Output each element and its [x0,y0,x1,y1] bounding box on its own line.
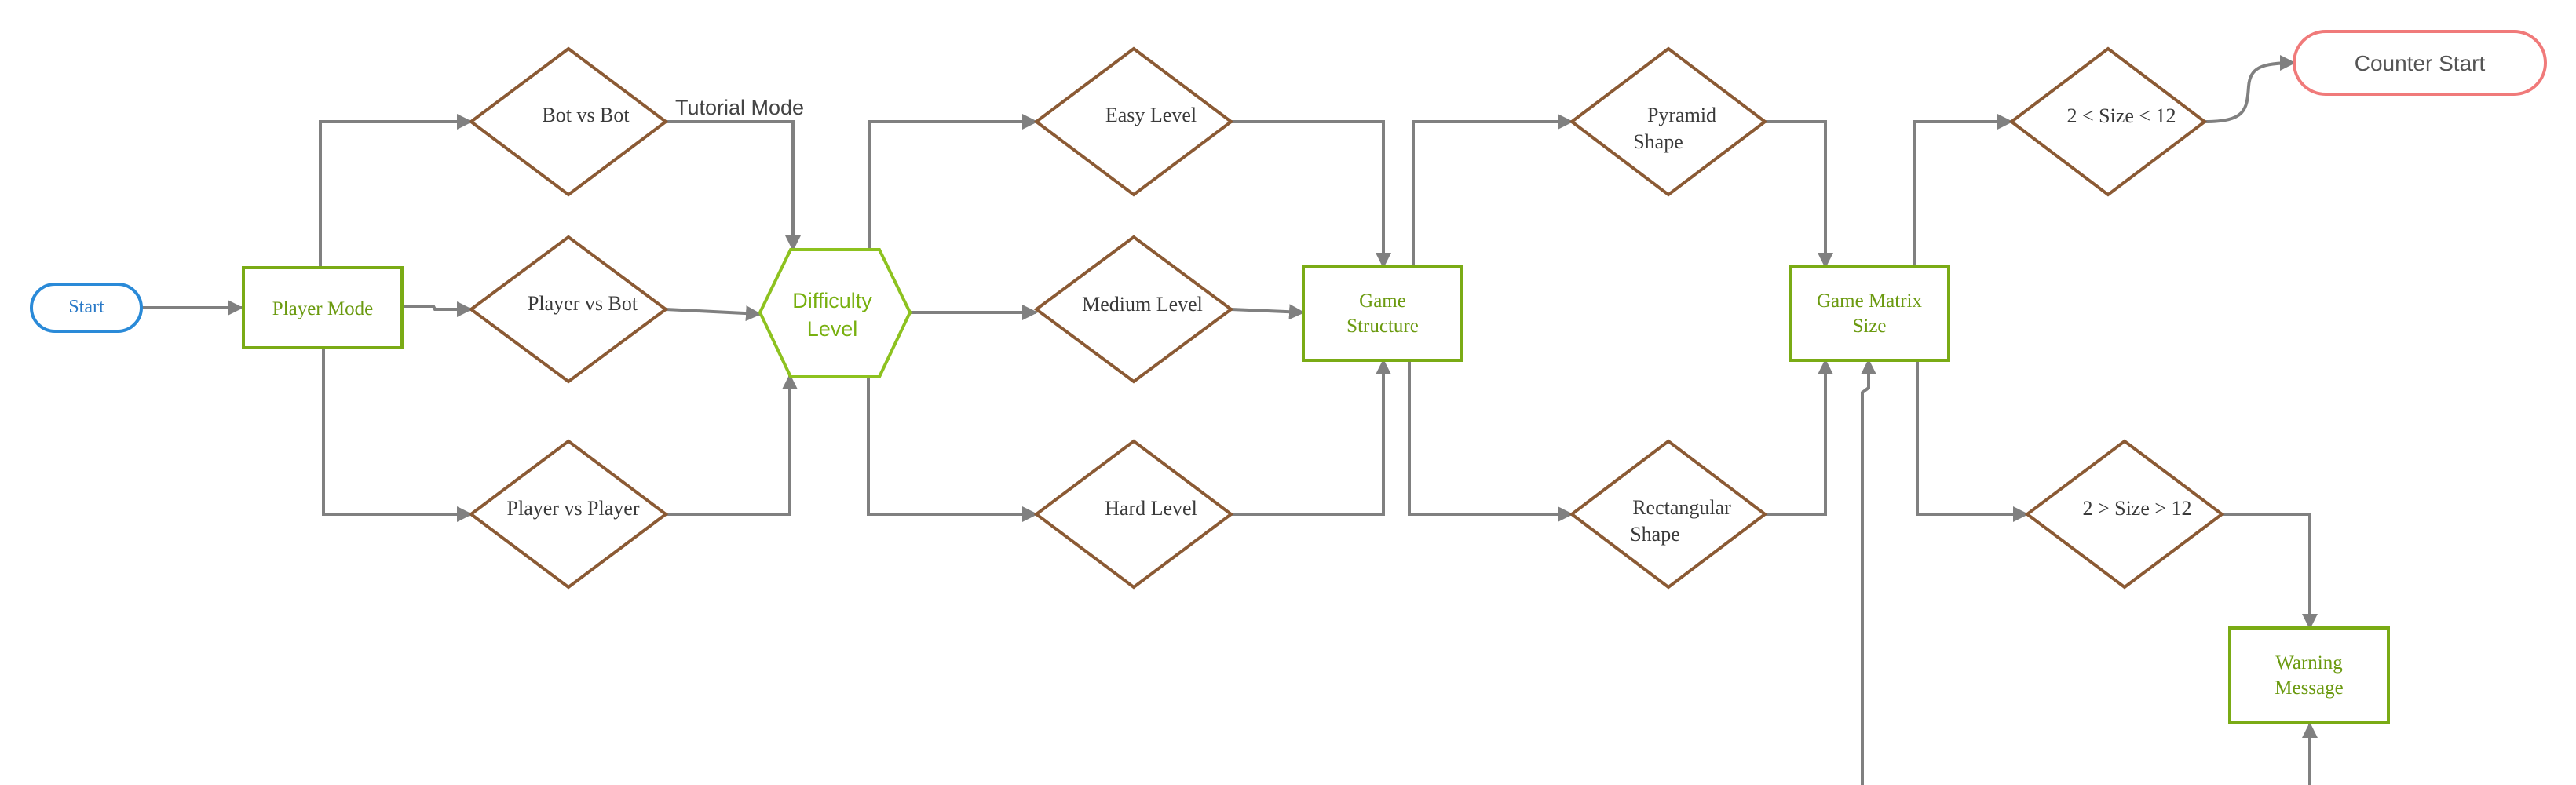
warning-message-box[interactable]: Warning Message [2228,626,2390,724]
difficulty-level-label-line1: Difficulty [792,289,872,312]
valid-size-label: 2 < Size < 12 [2066,104,2176,127]
rectangular-shape-decision[interactable]: Rectangular Shape [1569,439,1768,590]
bot-vs-bot-decision[interactable]: Bot vs Bot [468,46,669,197]
difficulty-level-label-line2: Level [807,317,858,341]
player-vs-player-label: Player vs Player [507,497,640,520]
counter-start-node[interactable]: Counter Start [2293,30,2547,96]
edge-player-mode-to-player-vs-player [322,348,473,522]
edge-medium-to-game-structure [1230,304,1305,320]
player-vs-bot-label: Player vs Bot [528,292,638,315]
invalid-size-label: 2 > Size > 12 [2082,497,2191,520]
game-matrix-size-label-line2: Size [1852,316,1886,337]
player-mode-box[interactable]: Player Mode [242,266,404,349]
edge-invalid-size-to-warning [2222,513,2318,630]
medium-level-decision[interactable]: Medium Level [1033,235,1234,384]
player-vs-bot-decision[interactable]: Player vs Bot [468,235,669,384]
bot-vs-bot-label: Bot vs Bot [542,104,630,126]
edge-easy-to-game-structure [1231,120,1391,268]
warning-message-label-line2: Message [2275,677,2343,699]
start-label: Start [68,297,104,317]
easy-level-decision[interactable]: Easy Level [1033,46,1234,197]
tutorial-mode-edge-label: Tutorial Mode [675,96,804,119]
edge-difficulty-to-hard [867,377,1038,522]
easy-level-label: Easy Level [1105,104,1197,126]
edge-bot-vs-bot-to-difficulty [666,120,801,251]
edge-rectangular-to-game-matrix-size [1765,359,1833,516]
invalid-size-decision[interactable]: 2 > Size > 12 [2024,439,2225,590]
game-structure-box[interactable]: Game Structure [1302,265,1463,362]
edge-player-vs-bot-to-difficulty [665,305,762,322]
pyramid-shape-label-line2: Shape [1633,130,1683,153]
connectors [141,55,2318,785]
counter-start-label: Counter Start [2355,51,2486,75]
player-mode-label: Player Mode [272,298,373,319]
edge-hard-to-game-structure [1231,359,1391,516]
rectangular-shape-label-line2: Shape [1630,523,1680,546]
edge-game-structure-to-rectangular [1408,360,1573,522]
edge-player-mode-to-bot-vs-bot [319,114,473,268]
start-node[interactable]: Start [30,283,143,333]
edge-game-matrix-size-to-valid-size [1913,114,2013,266]
hard-level-decision[interactable]: Hard Level [1033,439,1234,590]
edge-game-structure-to-pyramid [1412,114,1573,266]
game-structure-label-line2: Structure [1346,316,1419,337]
warning-message-label-line1: Warning [2275,652,2343,674]
game-matrix-size-label-line1: Game Matrix [1817,290,1922,312]
hard-level-label: Hard Level [1105,497,1197,520]
pyramid-shape-decision[interactable]: Pyramid Shape [1569,46,1768,197]
edge-difficulty-to-easy [868,114,1038,249]
edge-pyramid-to-game-matrix-size [1765,120,1833,268]
edge-game-matrix-size-to-invalid-size [1916,360,2029,522]
edge-valid-size-to-counter-start [2204,55,2296,123]
edge-player-vs-player-to-difficulty [666,374,798,516]
edge-player-mode-to-player-vs-bot [402,301,473,317]
valid-size-decision[interactable]: 2 < Size < 12 [2008,46,2208,197]
player-vs-player-decision[interactable]: Player vs Player [468,439,669,590]
rectangular-shape-label-line1: Rectangular [1632,496,1731,519]
edge-loop-return-to-game-matrix-size [1861,359,1876,785]
game-structure-label-line1: Game [1359,290,1406,312]
game-matrix-size-box[interactable]: Game Matrix Size [1789,265,1950,362]
medium-level-label: Medium Level [1082,293,1203,316]
pyramid-shape-label-line1: Pyramid [1647,104,1716,126]
difficulty-level-hexagon[interactable]: Difficulty Level [758,248,912,378]
